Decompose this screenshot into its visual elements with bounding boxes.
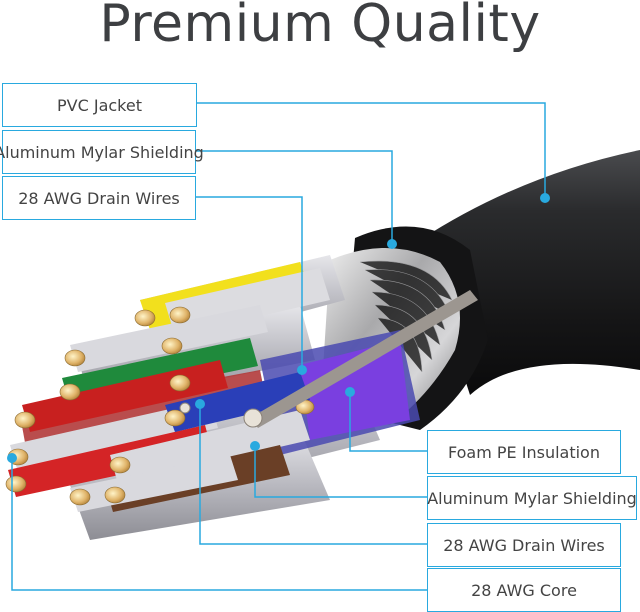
label-drain-wires-bottom: 28 AWG Drain Wires [427, 523, 621, 567]
label-drain-wires-top: 28 AWG Drain Wires [2, 176, 196, 220]
label-aluminum-mylar-shielding-top: Aluminum Mylar Shielding [2, 130, 196, 174]
conductors [8, 262, 330, 512]
label-pvc-jacket: PVC Jacket [2, 83, 197, 127]
label-awg-core: 28 AWG Core [427, 568, 621, 612]
label-aluminum-mylar-shielding-bottom: Aluminum Mylar Shielding [427, 476, 637, 520]
label-foam-pe-insulation: Foam PE Insulation [427, 430, 621, 474]
